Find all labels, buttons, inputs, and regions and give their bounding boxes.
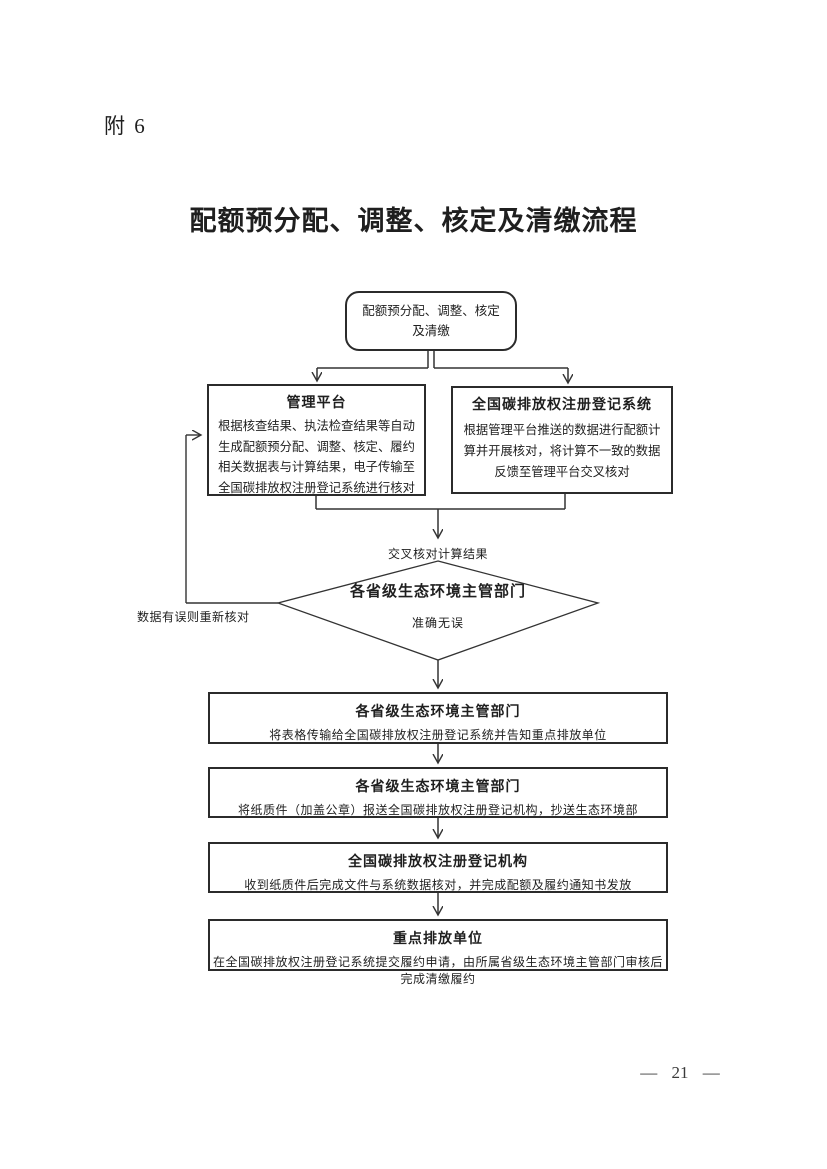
node-title: 重点排放单位	[393, 932, 483, 947]
node-body: 根据核查结果、执法检查结果等自动生成配额预分配、调整、核定、履约相关数据表与计算…	[218, 419, 415, 495]
error-loop-label: 数据有误则重新核对	[137, 610, 250, 624]
decision-title: 各省级生态环境主管部门	[349, 584, 526, 600]
node-body: 在全国碳排放权注册登记系统提交履约申请，由所属省级生态环境主管部门审核后完成清缴…	[212, 955, 663, 986]
node-provincial-paper: 各省级生态环境主管部门 将纸质件（加盖公章）报送全国碳排放权注册登记机构，抄送生…	[208, 767, 668, 818]
node-title: 各省级生态环境主管部门	[355, 780, 521, 795]
page-title: 配额预分配、调整、核定及清缴流程	[189, 206, 638, 236]
node-title: 管理平台	[286, 396, 347, 411]
decision-result-label: 准确无误	[411, 616, 464, 630]
node-management-platform: 管理平台 根据核查结果、执法检查结果等自动生成配额预分配、调整、核定、履约相关数…	[207, 384, 426, 496]
attachment-label: 附 6	[104, 114, 147, 138]
page-number: — 21 —	[640, 1063, 720, 1082]
node-body: 收到纸质件后完成文件与系统数据核对，并完成配额及履约通知书发放	[244, 878, 632, 892]
start-node: 配额预分配、调整、核定及清缴	[345, 291, 517, 351]
node-registry-system: 全国碳排放权注册登记系统 根据管理平台推送的数据进行配额计算并开展核对，将计算不…	[451, 386, 673, 494]
node-title: 全国碳排放权注册登记机构	[348, 855, 528, 870]
connector-merge	[315, 494, 566, 537]
node-body: 将表格传输给全国碳排放权注册登记系统并告知重点排放单位	[269, 728, 607, 742]
cross-check-label: 交叉核对计算结果	[387, 547, 488, 561]
feedback-connector	[185, 435, 278, 604]
node-body: 将纸质件（加盖公章）报送全国碳排放权注册登记机构，抄送生态环境部	[237, 803, 638, 817]
node-title: 全国碳排放权注册登记系统	[472, 398, 652, 413]
node-body: 根据管理平台推送的数据进行配额计算并开展核对，将计算不一致的数据反馈至管理平台交…	[463, 423, 661, 480]
node-title: 各省级生态环境主管部门	[355, 705, 521, 720]
node-key-emitters: 重点排放单位 在全国碳排放权注册登记系统提交履约申请，由所属省级生态环境主管部门…	[208, 919, 668, 986]
node-provincial-transmit: 各省级生态环境主管部门 将表格传输给全国碳排放权注册登记系统并告知重点排放单位	[208, 692, 668, 744]
start-node-label: 配额预分配、调整、核定及清缴	[362, 304, 500, 338]
connector-start-split	[317, 351, 568, 382]
decision-diamond	[275, 560, 601, 661]
node-registry-org: 全国碳排放权注册登记机构 收到纸质件后完成文件与系统数据核对，并完成配额及履约通…	[208, 842, 668, 893]
